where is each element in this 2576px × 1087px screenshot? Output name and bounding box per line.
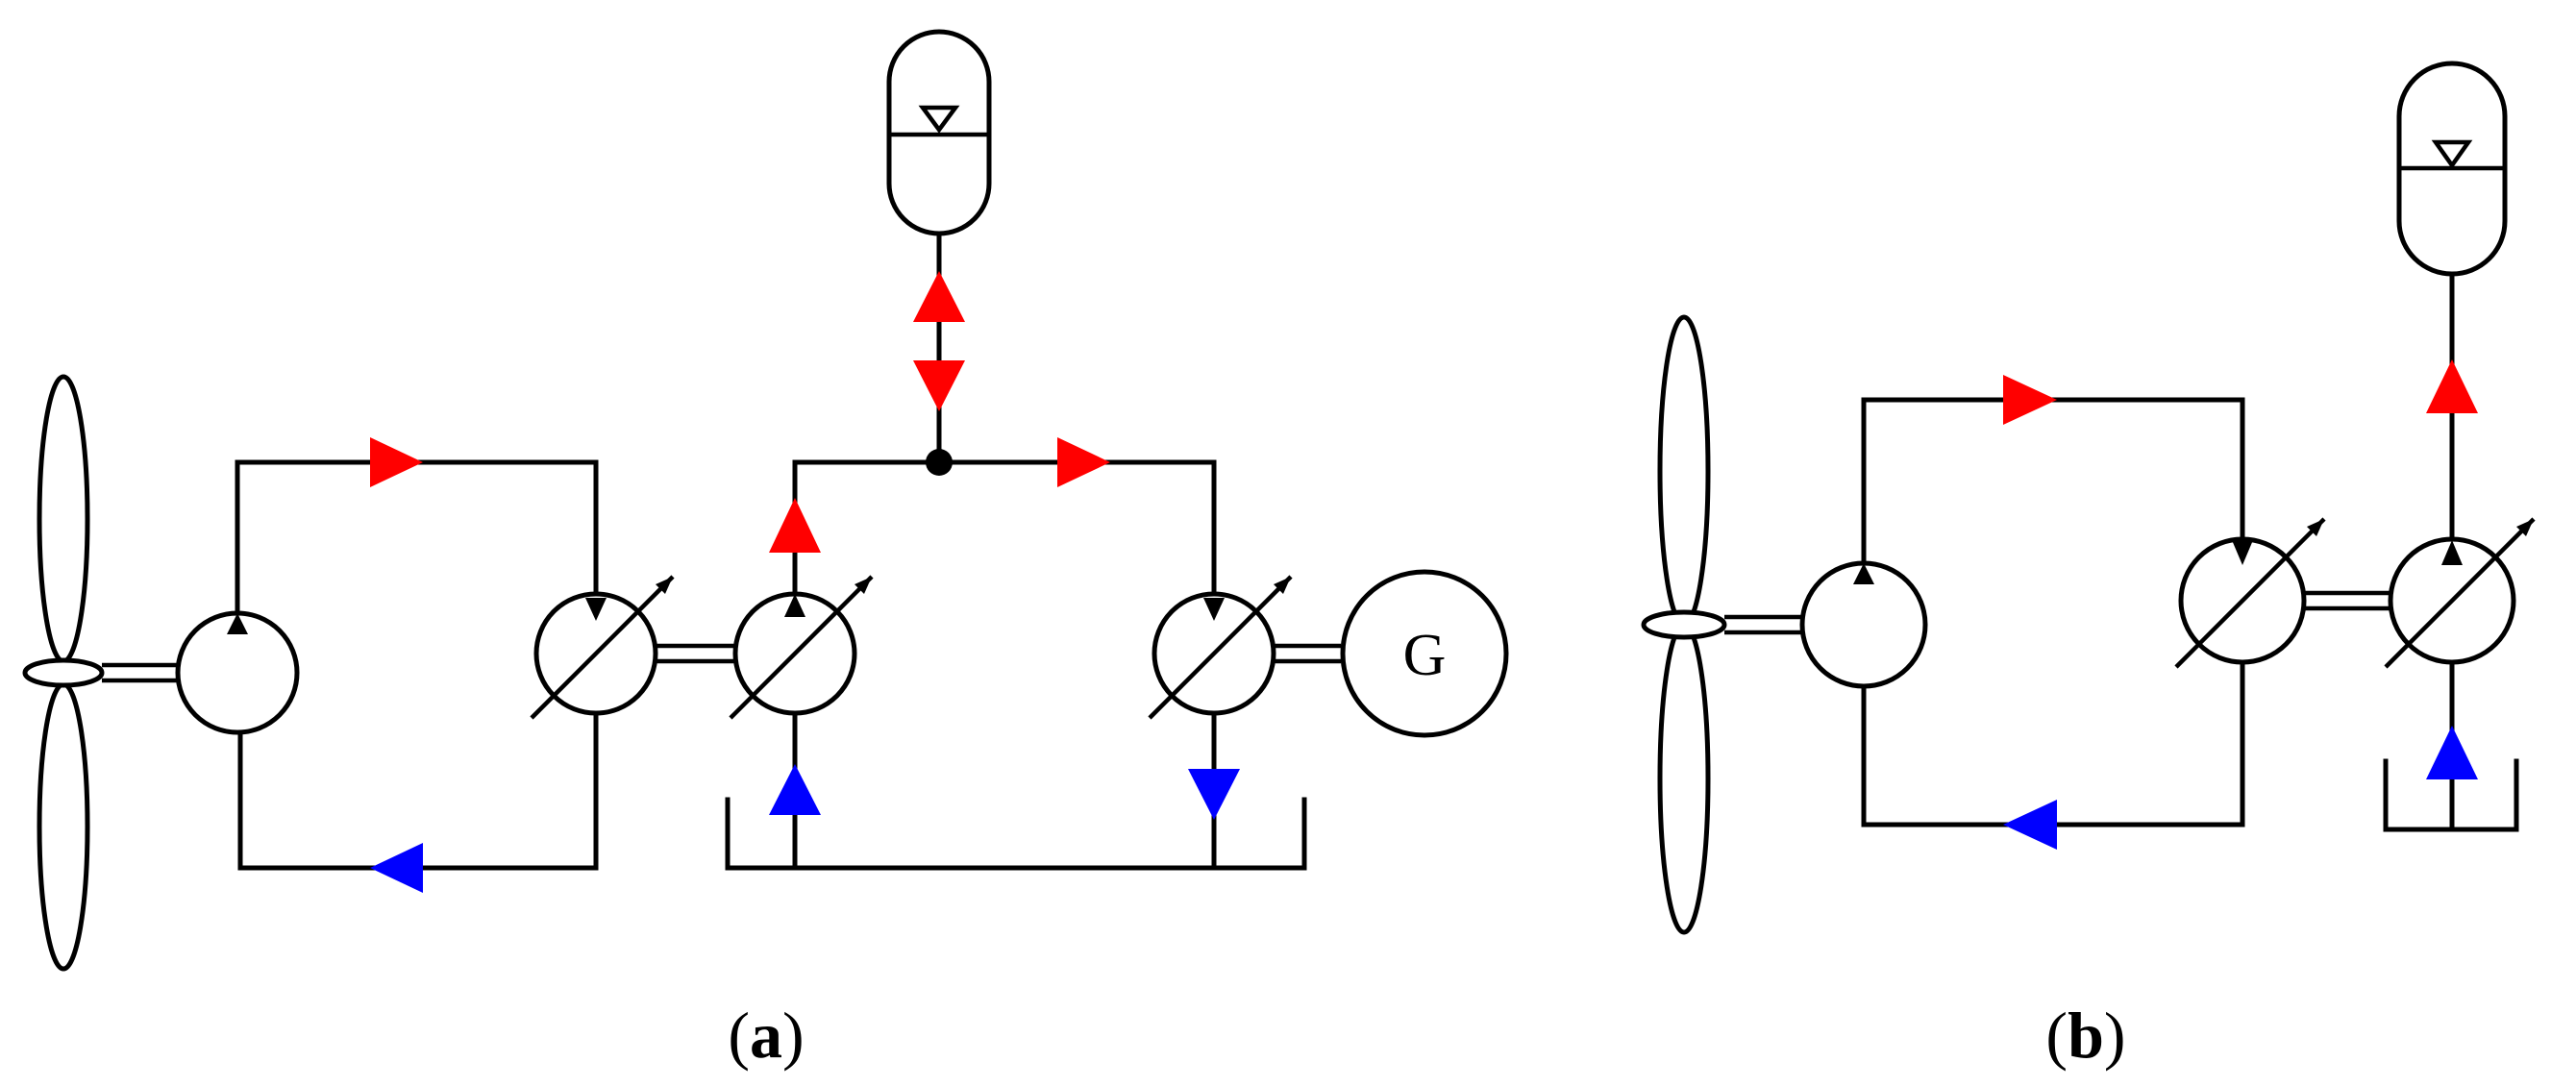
variable-motor-icon	[530, 575, 675, 720]
generator-shaft	[1274, 643, 1341, 664]
flow-arrow-low-pressure	[2003, 800, 2057, 850]
flow-arrow-low-pressure	[769, 764, 821, 815]
flow-arrow-low-pressure	[1188, 769, 1240, 820]
turbine-rotor-icon	[1641, 314, 1727, 935]
accumulator-icon	[2396, 61, 2508, 277]
panel-caption-a: (a)	[728, 999, 804, 1072]
panel-b: (b)	[1641, 61, 2536, 1072]
flow-arrow-low-pressure	[370, 843, 423, 893]
flow-arrow-high-pressure	[769, 498, 821, 553]
flow-arrow-high-pressure	[2003, 375, 2057, 425]
flow-arrow-high-pressure	[370, 437, 423, 487]
flow-arrow-bidirectional	[913, 271, 965, 322]
variable-motor-icon	[2174, 517, 2326, 669]
panel-caption-b: (b)	[2045, 999, 2125, 1072]
flow-arrow-high-pressure	[2426, 359, 2478, 413]
accumulator-icon	[886, 29, 992, 236]
variable-pump-motor-icon	[729, 575, 874, 720]
coupling-shaft	[2304, 590, 2390, 611]
coupling-shaft	[656, 643, 736, 664]
reservoir-tank-icon	[725, 797, 1307, 871]
flow-arrow-high-pressure	[1057, 437, 1110, 487]
variable-motor-icon	[1148, 575, 1293, 720]
panel-a: G (a)	[22, 29, 1509, 1072]
low-pressure-lines	[792, 710, 1217, 871]
rotor-shaft	[1724, 614, 1804, 635]
flow-arrow-low-pressure	[2426, 726, 2478, 779]
generator-label: G	[1403, 623, 1447, 688]
turbine-rotor-icon	[22, 374, 105, 972]
flow-arrow-bidirectional	[913, 360, 965, 411]
high-pressure-line	[792, 231, 1217, 599]
fixed-displacement-pump-icon	[175, 610, 300, 735]
rotor-shaft	[102, 662, 178, 683]
variable-pump-motor-icon	[2384, 517, 2536, 669]
generator-icon: G	[1340, 569, 1509, 738]
fixed-displacement-pump-icon	[1799, 560, 1928, 689]
